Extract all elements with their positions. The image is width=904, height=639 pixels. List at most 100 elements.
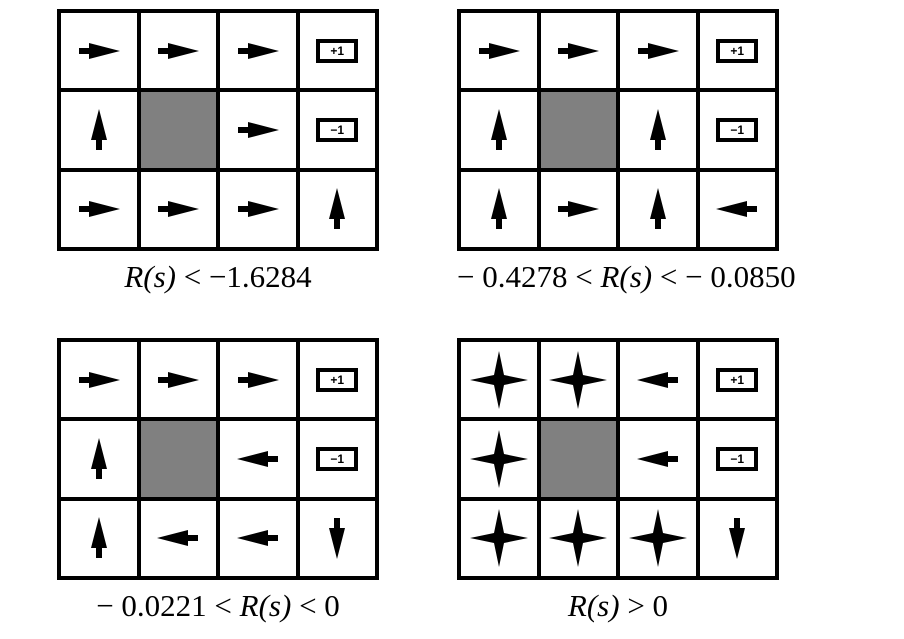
four-way-star-icon xyxy=(469,509,528,568)
panel-r-below-neg-1-6284: +1 −1 R(s) < −1.6284 xyxy=(57,9,379,294)
policy-cell xyxy=(620,171,696,247)
reward-plus-one-badge: +1 xyxy=(716,367,759,392)
policy-cell xyxy=(140,342,216,418)
policy-cell xyxy=(220,500,296,576)
policy-cell xyxy=(140,171,216,247)
policy-cell xyxy=(540,500,616,576)
arrow-left-icon xyxy=(636,450,678,467)
arrow-up-icon xyxy=(649,188,666,230)
arrow-up-icon xyxy=(490,108,507,150)
policy-cell xyxy=(461,92,537,168)
arrow-up-icon xyxy=(329,188,346,230)
policy-cell xyxy=(61,92,137,168)
grid-world: +1 −1 xyxy=(457,9,779,251)
grid-world: +1 −1 xyxy=(457,338,779,580)
arrow-right-icon xyxy=(478,42,520,59)
terminal-minus-one-cell: −1 xyxy=(299,92,375,168)
reward-minus-one-badge: −1 xyxy=(316,117,359,142)
grid-world: +1 −1 xyxy=(57,338,379,580)
policy-cell xyxy=(220,421,296,497)
terminal-minus-one-cell: −1 xyxy=(699,421,775,497)
panel-caption: − 0.0221 < R(s) < 0 xyxy=(96,588,340,623)
arrow-right-icon xyxy=(78,42,120,59)
panel-r-above-0: +1 −1 R(s) > 0 xyxy=(457,338,779,623)
reward-minus-one-badge: −1 xyxy=(716,446,759,471)
arrow-right-icon xyxy=(637,42,679,59)
policy-cell xyxy=(61,13,137,89)
arrow-left-icon xyxy=(236,530,278,547)
policy-cell xyxy=(220,92,296,168)
arrow-up-icon xyxy=(90,517,107,559)
arrow-right-icon xyxy=(237,121,279,138)
policy-cell xyxy=(140,13,216,89)
four-way-star-icon xyxy=(549,509,608,568)
wall-cell xyxy=(140,421,216,497)
policy-cell xyxy=(220,13,296,89)
terminal-plus-one-cell: +1 xyxy=(699,342,775,418)
arrow-up-icon xyxy=(490,188,507,230)
arrow-left-icon xyxy=(716,201,758,218)
policy-cell xyxy=(61,421,137,497)
terminal-plus-one-cell: +1 xyxy=(299,13,375,89)
arrow-right-icon xyxy=(237,371,279,388)
wall-cell xyxy=(540,92,616,168)
four-way-star-icon xyxy=(549,350,608,409)
policy-cell xyxy=(61,171,137,247)
policy-cell xyxy=(620,13,696,89)
arrow-left-icon xyxy=(236,450,278,467)
policy-cell xyxy=(461,500,537,576)
four-way-star-icon xyxy=(469,429,528,488)
policy-cell xyxy=(61,500,137,576)
arrow-right-icon xyxy=(558,201,600,218)
terminal-plus-one-cell: +1 xyxy=(699,13,775,89)
four-way-star-icon xyxy=(469,350,528,409)
policy-cell xyxy=(620,92,696,168)
policy-cell xyxy=(699,171,775,247)
arrow-right-icon xyxy=(158,42,200,59)
panel-caption: − 0.4278 < R(s) < − 0.0850 xyxy=(457,259,796,294)
terminal-minus-one-cell: −1 xyxy=(299,421,375,497)
policy-cell xyxy=(620,500,696,576)
arrow-right-icon xyxy=(558,42,600,59)
arrow-right-icon xyxy=(237,42,279,59)
arrow-up-icon xyxy=(90,437,107,479)
policy-cell xyxy=(540,13,616,89)
arrow-up-icon xyxy=(90,108,107,150)
policy-cell xyxy=(620,421,696,497)
arrow-right-icon xyxy=(237,201,279,218)
arrow-right-icon xyxy=(78,371,120,388)
panel-caption: R(s) > 0 xyxy=(567,588,669,623)
policy-cell xyxy=(699,500,775,576)
panel-caption: R(s) < −1.6284 xyxy=(124,259,312,294)
panel-r-between-neg-0-0221-and-0: +1 −1 − 0.0221 < R(s) < 0 xyxy=(57,338,379,623)
policy-cell xyxy=(299,500,375,576)
four-way-star-icon xyxy=(628,509,687,568)
policy-cell xyxy=(61,342,137,418)
policy-cell xyxy=(540,342,616,418)
arrow-right-icon xyxy=(78,201,120,218)
reward-minus-one-badge: −1 xyxy=(716,117,759,142)
arrow-right-icon xyxy=(158,371,200,388)
policy-cell xyxy=(540,171,616,247)
arrow-up-icon xyxy=(649,108,666,150)
policy-cell xyxy=(461,342,537,418)
wall-cell xyxy=(540,421,616,497)
arrow-left-icon xyxy=(636,371,678,388)
arrow-down-icon xyxy=(329,518,346,560)
arrow-down-icon xyxy=(729,518,746,560)
policy-cell xyxy=(461,13,537,89)
reward-plus-one-badge: +1 xyxy=(716,38,759,63)
arrow-left-icon xyxy=(157,530,199,547)
wall-cell xyxy=(140,92,216,168)
terminal-plus-one-cell: +1 xyxy=(299,342,375,418)
arrow-right-icon xyxy=(158,201,200,218)
policy-cell xyxy=(220,342,296,418)
policy-cell xyxy=(220,171,296,247)
reward-minus-one-badge: −1 xyxy=(316,446,359,471)
policy-cell xyxy=(461,171,537,247)
terminal-minus-one-cell: −1 xyxy=(699,92,775,168)
grid-world: +1 −1 xyxy=(57,9,379,251)
reward-plus-one-badge: +1 xyxy=(316,38,359,63)
policy-cell xyxy=(299,171,375,247)
panel-r-between-neg-0-4278-and-neg-0-0850: +1 −1 − 0.4278 < R(s) < − 0.0850 xyxy=(457,9,796,294)
